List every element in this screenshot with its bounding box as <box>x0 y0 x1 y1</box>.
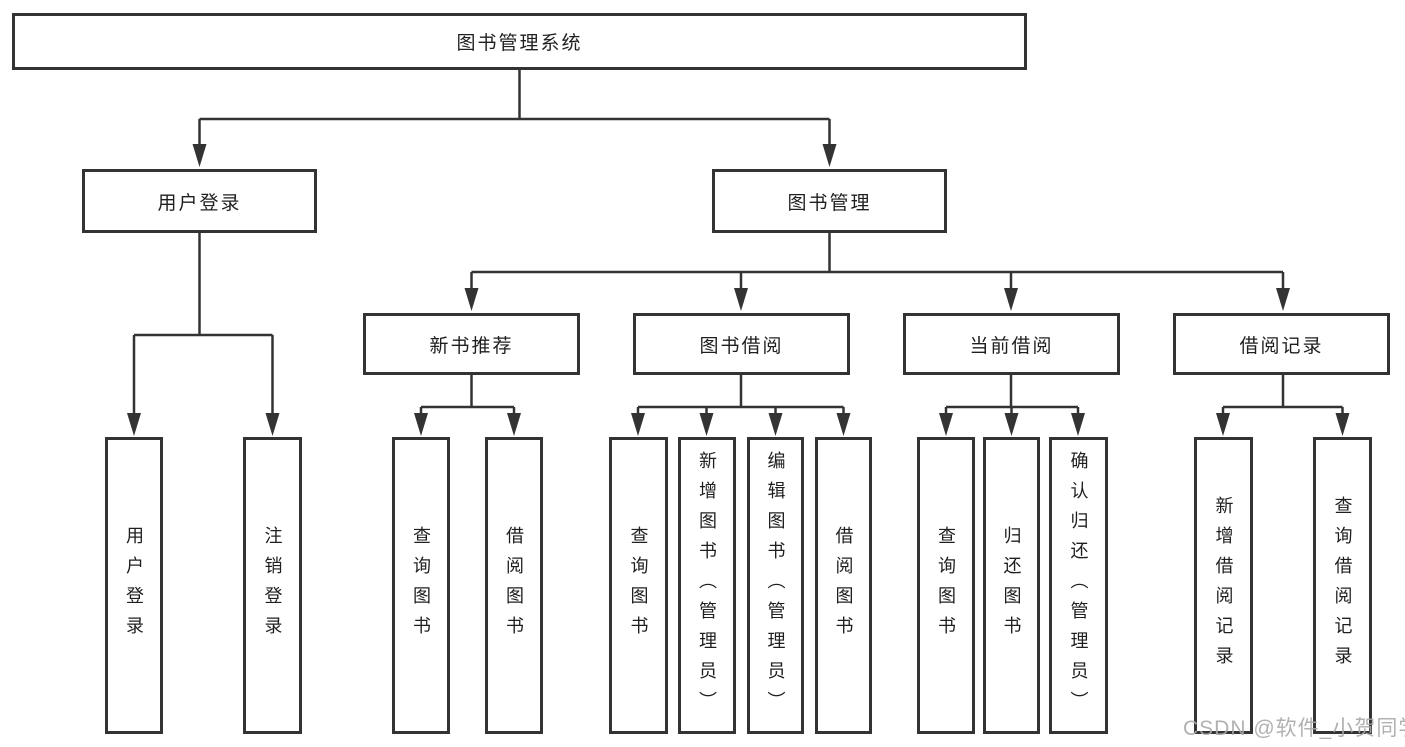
leaf-label: 归还图书 <box>1001 525 1022 646</box>
connector-current-borrow-children <box>944 375 1080 414</box>
csdn-watermark: CSDN @软件_小贺同学 <box>1183 717 1405 740</box>
node-user-login: 用户登录 <box>82 169 317 233</box>
leaf-label: 查询图书 <box>936 525 956 646</box>
arrowheads-book-management-children <box>464 288 1290 311</box>
arrowheads-current-borrow-children <box>939 413 1085 436</box>
arrowheads-new-book-children <box>414 413 521 436</box>
connector-new-book-children <box>419 375 516 414</box>
connector-borrow-record-children <box>1221 375 1344 414</box>
leaf-query-book-recommend: 查询图书 <box>392 437 450 734</box>
leaf-label: 借阅图书 <box>833 525 854 646</box>
leaf-logout: 注销登录 <box>243 437 302 734</box>
leaf-edit-book-admin: 编辑图书（管理员） <box>747 437 804 734</box>
leaf-label: 注销登录 <box>262 525 283 646</box>
arrowheads-root-to-level1 <box>192 144 837 167</box>
arrowheads-borrow-record-children <box>1216 413 1350 436</box>
leaf-label: 用户登录 <box>124 525 144 646</box>
leaf-user-login: 用户登录 <box>105 437 163 734</box>
leaf-label: 新增借阅记录 <box>1213 495 1234 676</box>
connector-root-to-level1 <box>198 70 831 145</box>
leaf-label: 查询图书 <box>628 525 649 646</box>
arrowheads-book-borrow-children <box>631 413 851 436</box>
leaf-label: 编辑图书（管理员） <box>765 450 786 721</box>
leaf-confirm-return-admin: 确认归还（管理员） <box>1049 437 1108 734</box>
leaf-borrow-book: 借阅图书 <box>815 437 872 734</box>
leaf-label: 新增图书（管理员） <box>697 450 717 721</box>
node-new-book-recommend: 新书推荐 <box>363 313 580 375</box>
leaf-borrow-book-recommend: 借阅图书 <box>485 437 543 734</box>
leaf-label: 查询借阅记录 <box>1332 495 1353 676</box>
node-current-borrow: 当前借阅 <box>903 313 1120 375</box>
leaf-label: 查询图书 <box>411 525 431 646</box>
leaf-return-book: 归还图书 <box>983 437 1040 734</box>
connector-book-borrow-children <box>636 375 845 414</box>
node-book-borrow: 图书借阅 <box>633 313 850 375</box>
leaf-add-book-admin: 新增图书（管理员） <box>678 437 736 734</box>
leaf-query-borrow-record: 查询借阅记录 <box>1313 437 1372 734</box>
leaf-add-borrow-record: 新增借阅记录 <box>1194 437 1253 734</box>
leaf-query-book-borrow: 查询图书 <box>609 437 668 734</box>
node-root-system: 图书管理系统 <box>12 13 1027 70</box>
leaf-label: 确认归还（管理员） <box>1068 450 1089 721</box>
arrowheads-user-login-children <box>127 413 280 436</box>
connector-user-login-children <box>132 233 274 414</box>
node-book-management: 图书管理 <box>712 169 947 233</box>
connector-book-management-children <box>470 233 1285 290</box>
leaf-label: 借阅图书 <box>504 525 524 646</box>
leaf-query-book-current: 查询图书 <box>917 437 975 734</box>
node-borrow-record: 借阅记录 <box>1173 313 1390 375</box>
